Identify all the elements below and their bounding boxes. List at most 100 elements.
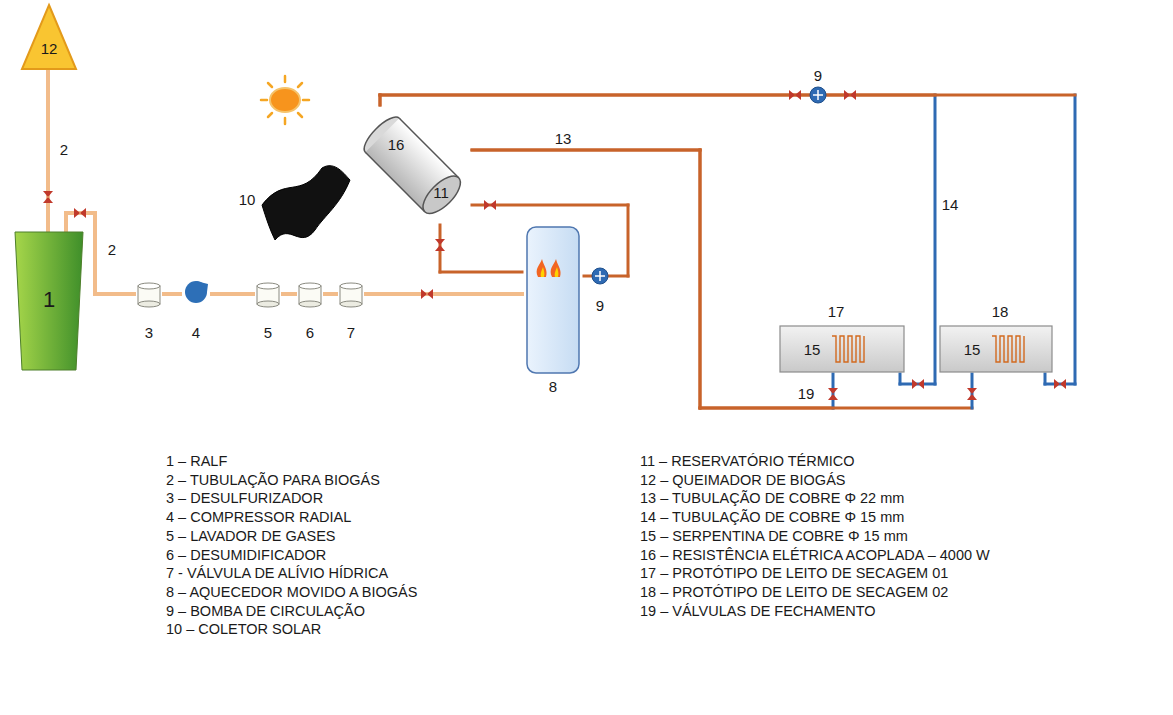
- biogas-heater: 8: [522, 225, 584, 397]
- callout-number: 9: [594, 297, 606, 314]
- callout-number: 15: [964, 342, 981, 359]
- dehumidifier-cylinder: 6: [295, 280, 325, 342]
- pipe-segment: [472, 149, 700, 152]
- key-entry: 1 – RALF: [166, 453, 227, 470]
- callout-number: 17: [828, 304, 845, 321]
- solar-collector: [262, 166, 350, 240]
- callout-number: 8: [549, 379, 557, 396]
- key-entry: 13 – TUBULAÇÃO DE COBRE Φ 22 mm: [640, 490, 904, 507]
- burner-triangle: 12: [20, 3, 78, 71]
- key-entry: 10 – COLETOR SOLAR: [166, 621, 321, 638]
- reactor-ralf: 1: [14, 230, 84, 372]
- callout-number: 10: [237, 191, 258, 208]
- key-entry: 3 – DESULFURIZADOR: [166, 490, 323, 507]
- pipe-connector: [472, 150, 972, 408]
- key-entry: 4 – COMPRESSOR RADIAL: [166, 509, 351, 526]
- pipe-label: 14: [940, 196, 961, 213]
- pipe-segment: [934, 95, 937, 384]
- callout-number: 9: [812, 67, 824, 84]
- pipe-segment: [380, 94, 1075, 97]
- callout-number: 15: [804, 342, 821, 359]
- drying-bed: 1715: [778, 300, 906, 374]
- key-entry: 19 – VÁLVULAS DE FECHAMENTO: [640, 603, 876, 620]
- valve-symbol: [844, 90, 856, 100]
- pipe-connector: [164, 294, 180, 295]
- callout-number: 5: [264, 325, 272, 342]
- pipe-connector: [380, 95, 1075, 384]
- pipe-segment: [699, 150, 702, 408]
- pipe-segment: [325, 292, 336, 296]
- sun-symbol: [261, 76, 309, 124]
- valve-symbol: [912, 379, 924, 389]
- key-entry: 7 - VÁLVULA DE ALÍVIO HÍDRICA: [166, 565, 388, 582]
- pump-symbol: [810, 87, 826, 103]
- pipe-connector: [325, 294, 336, 295]
- valve-symbol: [484, 200, 496, 210]
- pipe-segment: [472, 149, 700, 152]
- valve-symbol: [435, 239, 445, 251]
- pipe-segment: [283, 292, 295, 296]
- pipe-segment: [46, 71, 50, 230]
- valve-symbol: [789, 90, 801, 100]
- pipe-segment: [95, 292, 134, 296]
- pipe-segment: [379, 95, 382, 105]
- callout-number: 16: [388, 137, 405, 154]
- callout-number: 11: [433, 185, 449, 202]
- relief-valve-cylinder: 7: [336, 280, 366, 342]
- key-entry: 17 – PROTÓTIPO DE LEITO DE SECAGEM 01: [640, 565, 948, 582]
- callout-number: 3: [145, 325, 153, 342]
- key-entry: 14 – TUBULAÇÃO DE COBRE Φ 15 mm: [640, 509, 904, 526]
- pipe-label: 2: [106, 241, 118, 258]
- valve-symbol: [74, 208, 86, 218]
- pipe-connector: [48, 71, 49, 230]
- washer-cylinder: 5: [253, 280, 283, 342]
- pipe-connector: [366, 294, 522, 295]
- node-shape: [20, 3, 78, 71]
- valve-symbol: [1054, 379, 1066, 389]
- valve-symbol: [43, 191, 53, 203]
- pipe-segment: [379, 95, 382, 105]
- desulfurizer-cylinder: 3: [134, 280, 164, 342]
- key-entry: 6 – DESUMIDIFICADOR: [166, 547, 326, 564]
- pipe-connector: [472, 150, 833, 408]
- key-entry: 8 – AQUECEDOR MOVIDO A BIOGÁS: [166, 584, 417, 601]
- pipe-segment: [366, 292, 522, 296]
- callout-number: 7: [347, 325, 355, 342]
- key-entry: 2 – TUBULAÇÃO PARA BIOGÁS: [166, 472, 380, 489]
- pipe-segment: [700, 407, 972, 410]
- pipe-label: 13: [553, 130, 574, 147]
- valve-symbol: [967, 388, 977, 400]
- callout-number: 18: [992, 304, 1009, 321]
- key-entry: 16 – RESISTÊNCIA ELÉTRICA ACOPLADA – 400…: [640, 547, 990, 564]
- pipe-segment: [627, 205, 630, 276]
- pipe-label: 2: [58, 141, 70, 158]
- callout-number: 6: [306, 325, 314, 342]
- pipe-connector: [283, 294, 295, 295]
- key-entry: 11 – RESERVATÓRIO TÉRMICO: [640, 453, 855, 470]
- pipe-segment: [164, 292, 180, 296]
- valve-symbol: [828, 388, 838, 400]
- pipe-segment: [212, 292, 253, 296]
- thermal-reservoir: 1611: [352, 105, 472, 225]
- pipe-connector: [440, 225, 522, 272]
- key-entry: 15 – SERPENTINA DE COBRE Φ 15 mm: [640, 528, 908, 545]
- pipe-segment: [64, 213, 68, 230]
- pipe-segment: [699, 150, 702, 408]
- node-shape: [352, 105, 472, 225]
- pipe-segment: [93, 213, 97, 294]
- compressor-symbol: 4: [180, 278, 212, 342]
- pipe-segment: [440, 271, 522, 274]
- callout-number: 19: [796, 385, 817, 402]
- pump-symbol: [592, 268, 608, 284]
- pipe-segment: [1074, 95, 1077, 384]
- key-entry: 12 – QUEIMADOR DE BIOGÁS: [640, 472, 845, 489]
- key-entry: 5 – LAVADOR DE GASES: [166, 528, 336, 545]
- valve-symbol: [421, 289, 433, 299]
- callout-number: 12: [41, 41, 58, 58]
- key-entry: 9 – BOMBA DE CIRCULAÇÃO: [166, 603, 365, 620]
- pipe-connector: [380, 95, 935, 384]
- pipe-connector: [212, 294, 253, 295]
- drying-bed: 1815: [938, 300, 1054, 374]
- callout-number: 1: [43, 288, 55, 312]
